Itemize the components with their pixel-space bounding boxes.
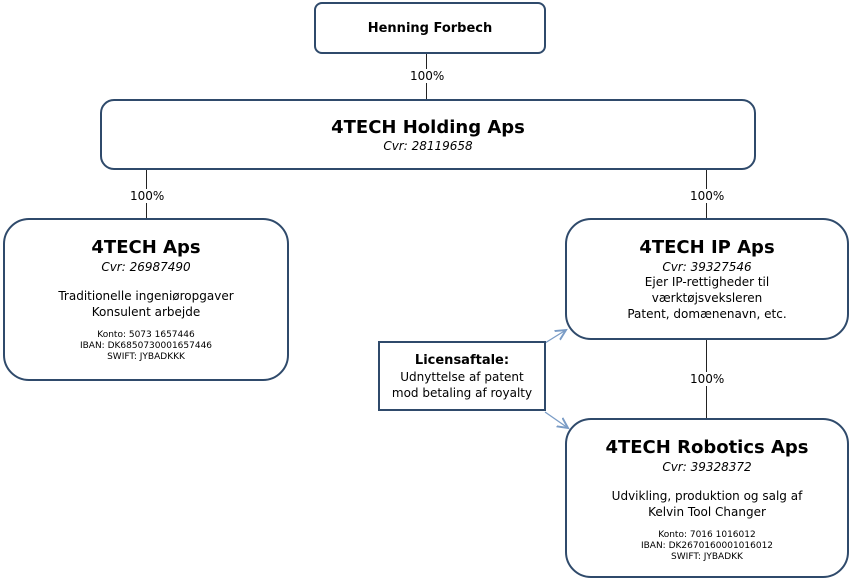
holding-box: 4TECH Holding Aps Cvr: 28119658 xyxy=(100,99,756,170)
aps-cvr: Cvr: 26987490 xyxy=(101,260,191,274)
ip-name: 4TECH IP Aps xyxy=(639,237,775,258)
holding-cvr: Cvr: 28119658 xyxy=(383,139,473,153)
aps-desc-line1: Traditionelle ingeniøropgaver xyxy=(58,289,234,303)
holding-name: 4TECH Holding Aps xyxy=(331,117,525,138)
aps-name: 4TECH Aps xyxy=(91,237,201,258)
aps-swift: SWIFT: JYBADKKK xyxy=(107,352,185,362)
robotics-box: 4TECH Robotics Aps Cvr: 39328372 Udvikli… xyxy=(565,418,849,578)
ip-box: 4TECH IP Aps Cvr: 39327546 Ejer IP-retti… xyxy=(565,218,849,340)
ownership-label-ip: 100% xyxy=(688,189,727,203)
robotics-konto: Konto: 7016 1016012 xyxy=(658,530,756,540)
robotics-swift: SWIFT: JYBADKK xyxy=(671,552,743,562)
license-title: Licensaftale: xyxy=(414,353,510,368)
aps-iban: IBAN: DK6850730001657446 xyxy=(79,341,213,351)
robotics-desc-line2: Kelvin Tool Changer xyxy=(648,505,766,519)
robotics-name: 4TECH Robotics Aps xyxy=(605,437,809,458)
aps-desc-line2: Konsulent arbejde xyxy=(91,305,201,319)
ip-desc-line1: Ejer IP-rettigheder til xyxy=(644,275,770,289)
license-line2: mod betaling af royalty xyxy=(391,386,533,400)
license-arrow-to-robotics xyxy=(544,411,568,428)
ip-desc-line3: Patent, domænenavn, etc. xyxy=(627,307,787,321)
ownership-label-robotics: 100% xyxy=(688,372,727,386)
ownership-label-aps: 100% xyxy=(128,189,167,203)
robotics-iban: IBAN: DK2670160001016012 xyxy=(640,541,774,551)
license-line1: Udnyttelse af patent xyxy=(400,370,524,384)
aps-box: 4TECH Aps Cvr: 26987490 Traditionelle in… xyxy=(3,218,289,381)
owner-name: Henning Forbech xyxy=(367,21,493,36)
owner-box: Henning Forbech xyxy=(314,2,546,54)
ip-desc-line2: værktøjsveksleren xyxy=(651,291,763,305)
robotics-cvr: Cvr: 39328372 xyxy=(662,460,752,474)
license-arrow-to-ip xyxy=(544,330,566,344)
robotics-desc-line1: Udvikling, produktion og salg af xyxy=(611,489,803,503)
license-box: Licensaftale: Udnyttelse af patent mod b… xyxy=(378,341,546,411)
aps-konto: Konto: 5073 1657446 xyxy=(97,330,195,340)
ownership-label-holding: 100% xyxy=(408,69,447,83)
ip-cvr: Cvr: 39327546 xyxy=(662,260,752,274)
